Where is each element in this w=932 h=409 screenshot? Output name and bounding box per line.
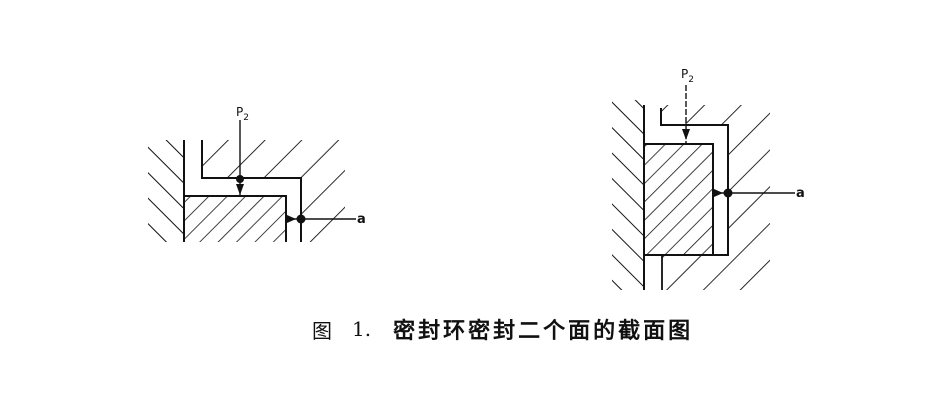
left-p2-arrowhead xyxy=(236,184,244,195)
left-a-arrowhead xyxy=(287,215,296,223)
left-wall-hatch xyxy=(148,140,184,242)
left-ring-outline xyxy=(184,195,287,242)
right-ring-outline xyxy=(644,143,714,256)
figure-title: 密封环密封二个面的截面图 xyxy=(393,318,694,344)
left-ring-hatch xyxy=(185,196,286,242)
right-wall-hatch xyxy=(612,100,644,290)
right-a-label: a xyxy=(796,186,805,201)
right-seal-diagram: P2 a xyxy=(612,67,805,290)
figure-number: 1. xyxy=(352,317,372,341)
left-seal-diagram: P2 a xyxy=(148,105,366,242)
left-a-contact-dot xyxy=(296,214,306,224)
figure-prefix: 图 xyxy=(312,318,338,343)
right-a-contact-dot xyxy=(723,188,733,198)
right-p2-arrowhead xyxy=(682,129,690,140)
left-p2-contact-dot xyxy=(236,175,244,183)
left-p2-label: P2 xyxy=(236,105,249,123)
figure-caption: 图 1. 密封环密封二个面的截面图 xyxy=(312,311,693,347)
right-ring-hatch xyxy=(645,144,712,254)
right-a-arrowhead xyxy=(714,189,723,197)
right-p2-label: P2 xyxy=(681,67,694,85)
left-housing-outline xyxy=(201,140,302,242)
right-housing-outline xyxy=(660,108,729,256)
left-a-label: a xyxy=(357,212,366,227)
